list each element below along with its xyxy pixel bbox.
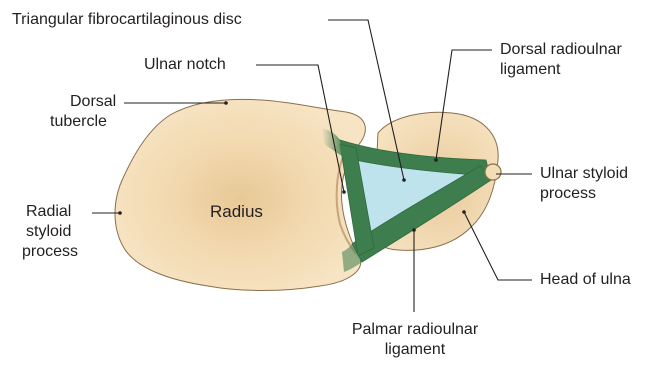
label-ulnar-styloid-line1: Ulnar styloid xyxy=(540,164,628,184)
label-dorsal-tubercle: Dorsal tubercle xyxy=(50,92,116,132)
radius-shape xyxy=(115,99,365,290)
label-dorsal-radioulnar-ligament: Dorsal radioulnar ligament xyxy=(500,40,622,80)
label-head-of-ulna: Head of ulna xyxy=(540,270,631,290)
label-radial-styloid-line3: process xyxy=(22,242,78,262)
label-radial-styloid-line2: styloid xyxy=(22,222,78,242)
label-palmar-radioulnar-line2: ligament xyxy=(330,340,500,360)
label-ulnar-styloid-line2: process xyxy=(540,184,628,204)
label-dorsal-radioulnar-line2: ligament xyxy=(500,60,622,80)
label-radial-styloid-process: Radial styloid process xyxy=(22,202,78,262)
label-ulnar-styloid-process: Ulnar styloid process xyxy=(540,164,628,204)
label-dorsal-radioulnar-line1: Dorsal radioulnar xyxy=(500,40,622,60)
label-ulnar-notch: Ulnar notch xyxy=(144,55,226,75)
ulnar-styloid-shape xyxy=(485,164,501,180)
label-triangular-disc: Triangular fibrocartilaginous disc xyxy=(12,10,242,30)
label-dorsal-tubercle-line2: tubercle xyxy=(50,112,116,132)
label-radial-styloid-line1: Radial xyxy=(22,202,78,222)
label-dorsal-tubercle-line1: Dorsal xyxy=(50,92,116,112)
label-radius: Radius xyxy=(210,202,263,222)
label-palmar-radioulnar-ligament: Palmar radioulnar ligament xyxy=(330,320,500,360)
label-palmar-radioulnar-line1: Palmar radioulnar xyxy=(330,320,500,340)
